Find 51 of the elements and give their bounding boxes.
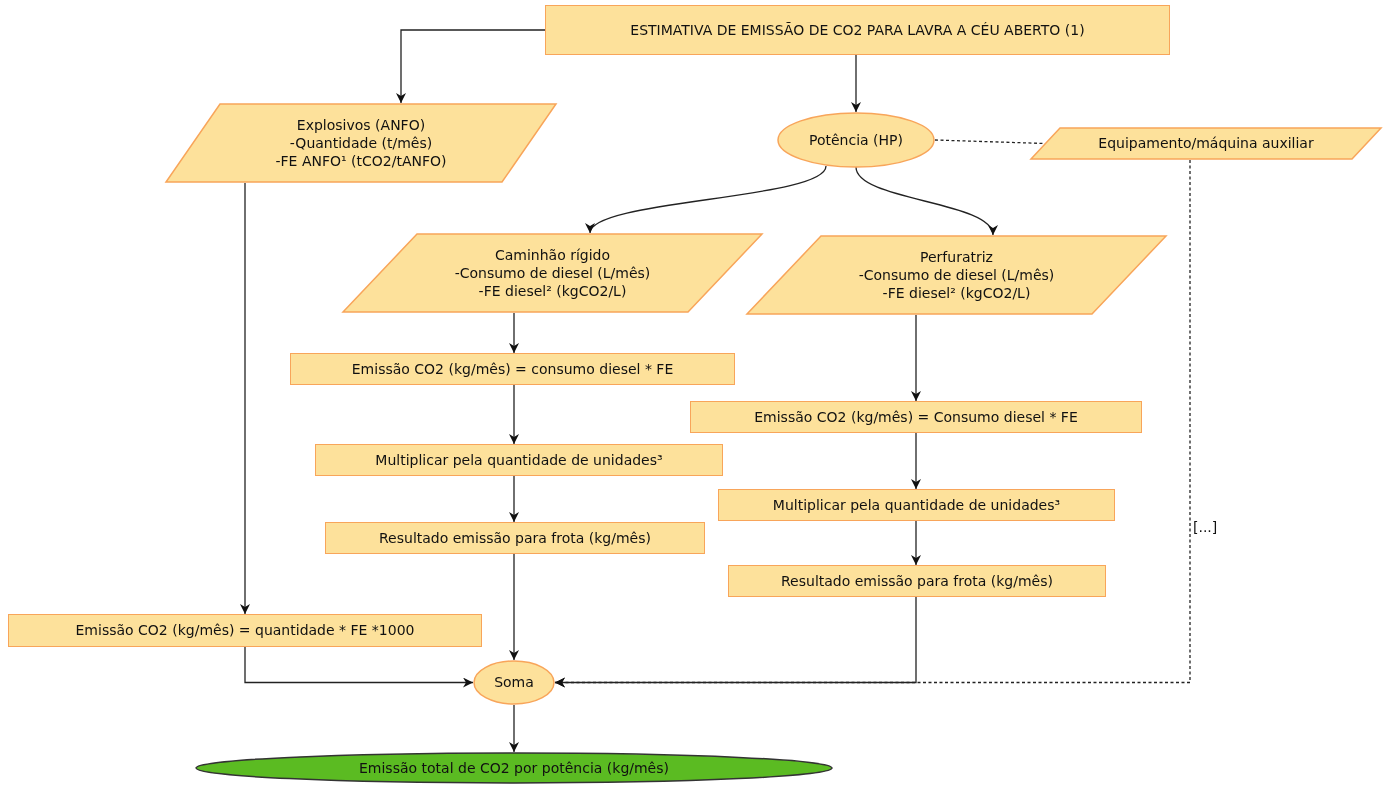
arrow (851, 54, 861, 113)
process-box (545, 5, 1170, 55)
node-text: -Quantidade (t/mês) (289, 133, 433, 153)
node-text: -Consumo de diesel (L/mês) (454, 263, 651, 283)
node-text: Multiplicar pela quantidade de unidades³ (375, 450, 663, 470)
process-box (8, 614, 482, 647)
process-box (315, 444, 723, 476)
arrow (509, 384, 519, 445)
node-text: Resultado emissão para frota (kg/mês) (781, 571, 1053, 591)
arrow (509, 553, 519, 661)
node-text: Equipamento/máquina auxiliar (1098, 134, 1314, 153)
node-text: Emissão CO2 (kg/mês) = consumo diesel * FE (351, 359, 674, 379)
terminator-ellipse (473, 660, 555, 705)
node-text: Multiplicar pela quantidade de unidades³ (772, 495, 1061, 515)
arrow (911, 314, 921, 402)
terminator-ellipse (195, 752, 833, 784)
node-text: Perfuratriz (920, 247, 993, 266)
arrow (509, 312, 519, 354)
node-text: Emissão CO2 (kg/mês) = quantidade * FE *1000 (75, 621, 415, 640)
node-text: Potência (HP) (809, 130, 903, 150)
data-parallelogram (342, 233, 763, 313)
process-box (325, 522, 705, 554)
node-text: Resultado emissão para frota (kg/mês) (379, 528, 651, 548)
node-text: -FE diesel² (kgCO2/L) (478, 282, 627, 301)
arrow (911, 520, 921, 566)
node-text: Explosivos (ANFO) (296, 115, 426, 134)
process-box (690, 401, 1142, 433)
arrow (509, 704, 519, 753)
data-parallelogram (1030, 127, 1382, 160)
node-text: -FE diesel² (kgCO2/L) (882, 284, 1031, 303)
data-parallelogram (165, 103, 557, 183)
arrow (244, 646, 474, 688)
arrow (911, 432, 921, 490)
arrow (855, 166, 995, 236)
arrow (396, 29, 546, 104)
note-text: [...] (1193, 519, 1218, 535)
node-text: Emissão CO2 (kg/mês) = Consumo diesel * FE (754, 407, 1078, 427)
node-text: -FE ANFO¹ (tCO2/tANFO) (275, 152, 447, 171)
data-parallelogram (746, 235, 1167, 315)
node-text: -Consumo de diesel (L/mês) (858, 265, 1055, 285)
process-box (728, 565, 1106, 597)
arrow (240, 182, 250, 615)
node-text: ESTIMATIVA DE EMISSÃO DE CO2 PARA LAVRA A CÉU ABERTO (1) (630, 20, 1085, 40)
arrow (554, 159, 1191, 688)
node-text: Caminhão rígido (494, 245, 611, 264)
terminator-ellipse (777, 112, 935, 168)
arrow (509, 475, 519, 523)
process-box (718, 489, 1115, 521)
process-box (290, 353, 735, 385)
node-text: Soma (494, 673, 534, 692)
node-text: Emissão total de CO2 por potência (kg/mês) (359, 758, 669, 778)
